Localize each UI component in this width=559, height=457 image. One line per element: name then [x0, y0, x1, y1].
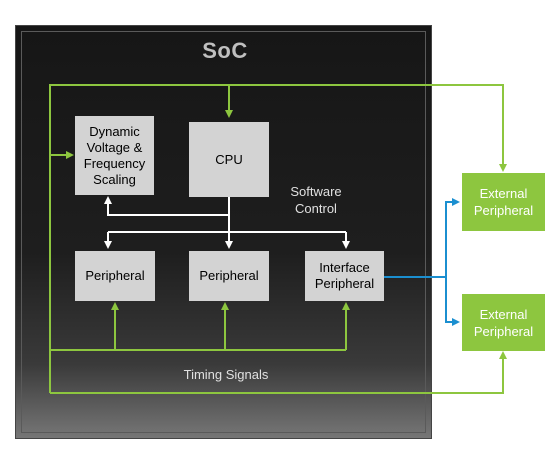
timing-signals-label: Timing Signals — [183, 367, 269, 382]
interface-wires — [384, 198, 460, 326]
interface-peripheral-label: Interface Peripheral — [314, 260, 375, 291]
interface-peripheral-block: Interface Peripheral — [305, 251, 384, 301]
software-control-wires — [104, 196, 350, 249]
dvfs-block: Dynamic Voltage & Frequency Scaling — [75, 116, 154, 195]
external-peripheral-2-label: External Peripheral — [473, 306, 534, 339]
dvfs-label: Dynamic Voltage & Frequency Scaling — [83, 123, 146, 187]
cpu-block: CPU — [189, 122, 269, 197]
peripheral-2-block: Peripheral — [189, 251, 269, 301]
interface-to-external-2 — [445, 277, 460, 326]
external-peripheral-1-block: External Peripheral — [462, 173, 545, 231]
external-peripheral-2-block: External Peripheral — [462, 294, 545, 351]
soc-title: SoC — [202, 38, 248, 63]
control-to-dvfs — [104, 196, 229, 216]
software-control-label: Software Control — [290, 184, 342, 216]
peripheral-1-label: Peripheral — [85, 268, 145, 283]
cpu-label: CPU — [215, 151, 243, 167]
timing-loop-outer — [49, 84, 507, 393]
external-peripheral-1-label: External Peripheral — [473, 186, 534, 218]
interface-to-external-1 — [445, 198, 460, 277]
peripheral-1-block: Peripheral — [75, 251, 155, 301]
timing-signal-wires — [49, 84, 507, 394]
timing-to-external-2 — [50, 351, 507, 394]
peripheral-2-label: Peripheral — [199, 268, 259, 283]
